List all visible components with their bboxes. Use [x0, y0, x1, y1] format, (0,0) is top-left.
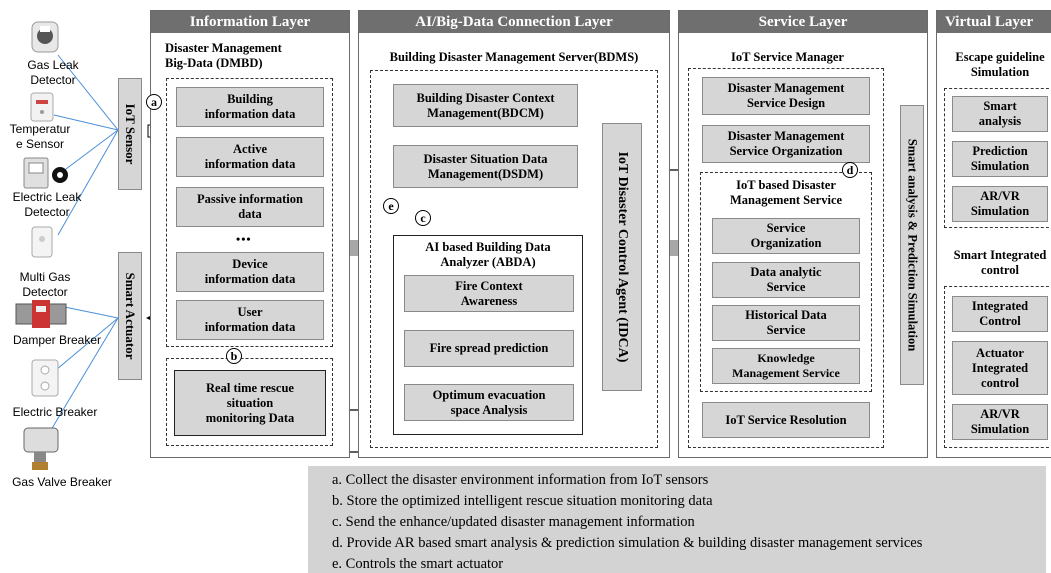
device-label-gas-valve: Gas Valve Breaker [12, 475, 112, 489]
device-label-temperature: Temperatur e Sensor [9, 122, 71, 151]
fire-context-awareness: Fire Context Awareness [404, 275, 574, 312]
optimum-evacuation: Optimum evacuation space Analysis [404, 384, 574, 421]
multi-gas-detector-icon [31, 226, 53, 258]
iot-sensor-label: IoT Sensor [123, 103, 138, 165]
legend-item-e: e. Controls the smart actuator [332, 556, 504, 572]
rescue-monitoring-data: Real time rescue situation monitoring Da… [174, 370, 326, 436]
integrated-control-item: Integrated Control [952, 296, 1048, 332]
smart-integrated-control-title: Smart Integrated control [953, 248, 1047, 277]
electric-leak-detector-icon [23, 157, 68, 189]
arvr-simulation-item: AR/VR Simulation [952, 186, 1048, 222]
device-info-data: Device information data [176, 252, 324, 292]
device-label-gas-leak: Gas Leak Detector [27, 58, 79, 87]
service-resolution-box: IoT Service Resolution [702, 402, 870, 438]
dmbd-container [166, 78, 333, 347]
service-layer-title: Service Layer [679, 11, 927, 33]
rescue-container [166, 358, 333, 446]
gas-leak-detector-icon [31, 21, 59, 53]
passive-info-data: Passive information data [176, 187, 324, 227]
smart-actuator-box: Smart Actuator [118, 252, 142, 380]
user-info-data: User information data [176, 300, 324, 340]
electric-breaker-icon [31, 359, 59, 397]
damper-breaker-icon [15, 300, 67, 328]
legend-item-a: a. Collect the disaster environment info… [332, 472, 709, 488]
idca-label: IoT Disaster Control Agent (IDCA) [615, 151, 630, 363]
device-label-electric-leak: Electric Leak Detector [12, 190, 82, 219]
abda-title: AI based Building Data Analyzer (ABDA) [425, 240, 551, 269]
temperature-sensor-icon [30, 92, 54, 122]
prediction-simulation-item: Prediction Simulation [952, 141, 1048, 177]
actuator-integrated-control-item: Actuator Integrated control [952, 341, 1048, 395]
service-organization-box: Disaster Management Service Organization [702, 125, 870, 163]
idca-box: IoT Disaster Control Agent (IDCA) [602, 123, 642, 391]
building-info-data: Building information data [176, 87, 324, 127]
arvr-simulation-control-item: AR/VR Simulation [952, 404, 1048, 440]
smart-analysis-label: Smart analysis & Prediction Simulation [905, 138, 920, 352]
marker-e: e [383, 198, 399, 214]
marker-c: c [415, 210, 431, 226]
ellipsis: ••• [236, 232, 252, 246]
service-manager-container [688, 68, 884, 448]
information-layer-title: Information Layer [151, 11, 349, 33]
dsdm-box: Disaster Situation Data Management(DSDM) [393, 145, 578, 188]
smart-analysis-bar: Smart analysis & Prediction Simulation [900, 105, 924, 385]
legend-item-d: d. Provide AR based smart analysis & pre… [332, 535, 923, 551]
service-organization-item: Service Organization [712, 218, 860, 254]
fire-spread-prediction: Fire spread prediction [404, 330, 574, 367]
device-label-multi-gas: Multi Gas Detector [19, 270, 71, 299]
active-info-data: Active information data [176, 137, 324, 177]
legend-panel: a. Collect the disaster environment info… [308, 466, 1046, 573]
historical-data-item: Historical Data Service [712, 305, 860, 341]
legend-item-b: b. Store the optimized intelligent rescu… [332, 493, 713, 509]
ai-layer-title: AI/Big-Data Connection Layer [359, 11, 669, 33]
iot-service-manager-title: IoT Service Manager [731, 50, 844, 64]
bdms-title: Building Disaster Management Server(BDMS… [389, 50, 639, 64]
virtual-layer-title: Virtual Layer [937, 11, 1051, 33]
service-design-box: Disaster Management Service Design [702, 77, 870, 115]
knowledge-management-item: Knowledge Management Service [712, 348, 860, 384]
marker-a: a [146, 94, 162, 110]
iot-sensor-box: IoT Sensor [118, 78, 142, 190]
device-label-electric-breaker: Electric Breaker [12, 405, 98, 419]
data-analytic-item: Data analytic Service [712, 262, 860, 298]
smart-actuator-label: Smart Actuator [123, 272, 138, 360]
marker-b: b [226, 348, 242, 364]
gas-valve-breaker-icon [23, 427, 59, 470]
escape-container [944, 88, 1051, 228]
escape-guideline-title: Escape guideline Simulation [955, 50, 1045, 79]
control-container [944, 286, 1051, 448]
iot-service-container [700, 172, 872, 392]
bdcm-box: Building Disaster Context Management(BDC… [393, 84, 578, 127]
marker-d: d [842, 162, 858, 178]
iot-service-title: IoT based Disaster Management Service [729, 178, 843, 207]
dmbd-title: Disaster Management Big-Data (DMBD) [165, 41, 282, 70]
device-label-damper: Damper Breaker [12, 333, 102, 347]
bdms-container [370, 70, 658, 448]
smart-analysis-item: Smart analysis [952, 96, 1048, 132]
legend-item-c: c. Send the enhance/updated disaster man… [332, 514, 695, 530]
